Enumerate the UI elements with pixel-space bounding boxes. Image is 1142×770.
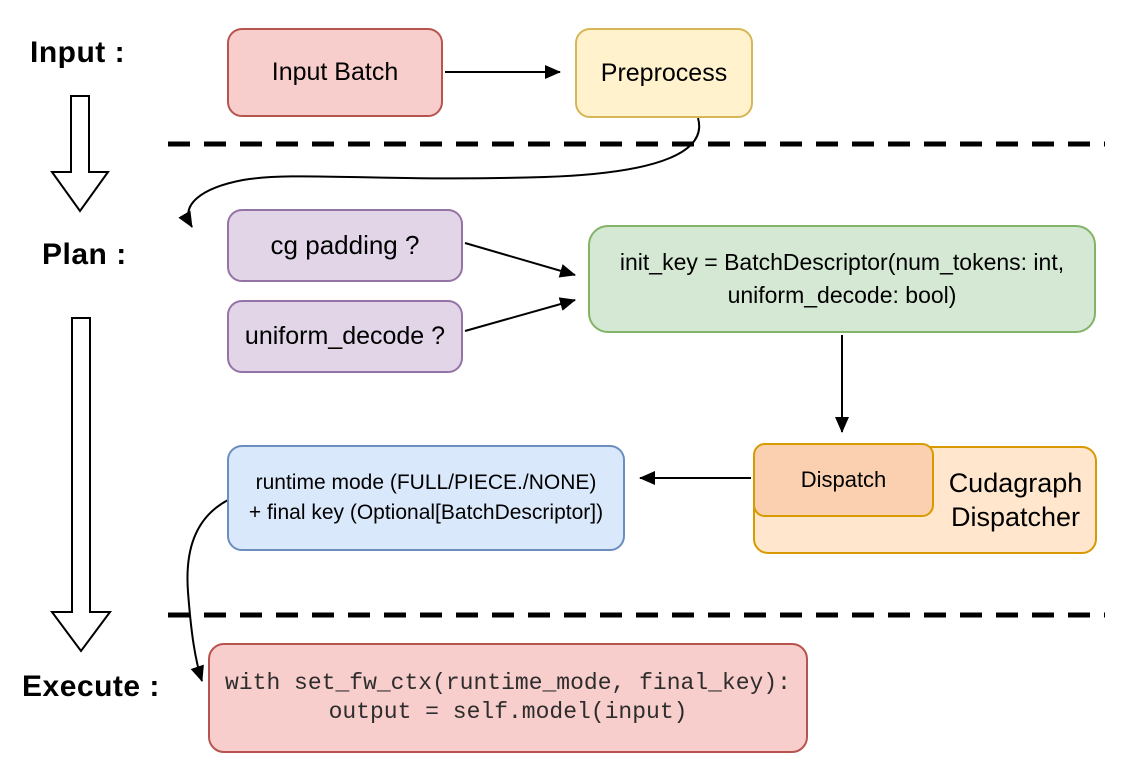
node-init-key: init_key = BatchDescriptor(num_tokens: i…: [588, 225, 1096, 333]
hollow-down-arrow-input: [50, 95, 110, 213]
section-label-plan: Plan :: [42, 238, 127, 271]
node-cg-padding: cg padding ?: [227, 209, 463, 282]
node-init-key-line1: init_key = BatchDescriptor(num_tokens: i…: [619, 249, 1065, 275]
node-cudagraph-dispatcher-label: Cudagraph Dispatcher: [934, 446, 1097, 554]
node-runtime-mode-line1: runtime mode (FULL/PIECE./NONE): [255, 471, 597, 494]
cudagraph-label-line2: Dispatcher: [950, 502, 1081, 532]
node-execute-code-line2: output = self.model(input): [328, 699, 688, 725]
arrow-cg-padding-to-init-key: [464, 242, 576, 278]
node-cg-padding-label: cg padding ?: [270, 230, 420, 260]
node-execute-code-line1: with set_fw_ctx(runtime_mode, final_key)…: [225, 670, 791, 696]
node-preprocess: Preprocess: [575, 28, 753, 118]
node-input-batch-label: Input Batch: [271, 58, 399, 86]
node-uniform-decode: uniform_decode ?: [227, 300, 463, 373]
node-execute-code: with set_fw_ctx(runtime_mode, final_key)…: [208, 643, 808, 753]
cudagraph-label-line1: Cudagraph: [948, 468, 1083, 498]
arrow-uniform-decode-to-init-key: [464, 297, 576, 332]
node-init-key-line2: uniform_decode: bool): [727, 282, 957, 308]
section-label-execute: Execute :: [22, 670, 160, 703]
section-label-input: Input :: [30, 36, 126, 69]
node-uniform-decode-label: uniform_decode ?: [244, 322, 446, 350]
node-dispatch-label: Dispatch: [800, 467, 887, 492]
hollow-down-arrow-plan: [50, 317, 112, 653]
node-preprocess-label: Preprocess: [600, 58, 728, 87]
node-runtime-mode-line2: + final key (Optional[BatchDescriptor]): [248, 501, 604, 524]
node-dispatch: Dispatch: [753, 443, 934, 517]
node-input-batch: Input Batch: [227, 28, 443, 117]
node-runtime-mode: runtime mode (FULL/PIECE./NONE) + final …: [227, 445, 625, 551]
